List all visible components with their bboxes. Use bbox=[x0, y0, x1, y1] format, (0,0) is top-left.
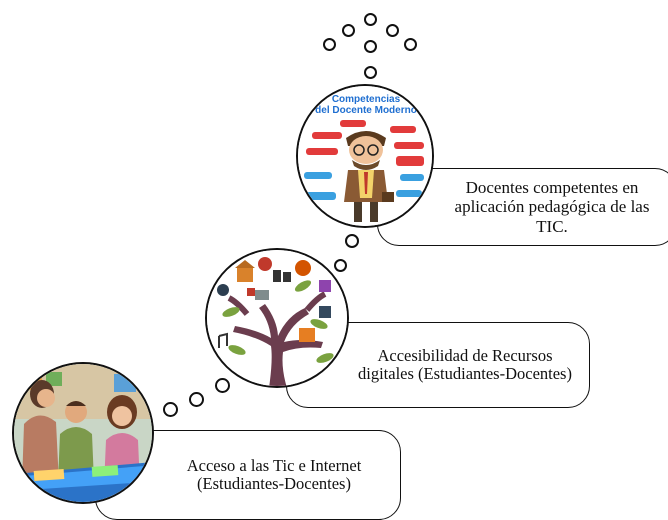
thought-dot bbox=[364, 40, 377, 53]
thought-dot bbox=[364, 13, 377, 26]
thought-dot bbox=[189, 392, 204, 407]
step-box-access: Acceso a las Tic e Internet (Estudiantes… bbox=[95, 430, 401, 520]
thought-dot bbox=[163, 402, 178, 417]
thought-dot bbox=[404, 38, 417, 51]
teacher-poster: Competencias del Docente Moderno bbox=[296, 84, 434, 228]
step-box-resources: Accesibilidad de Recursos digitales (Est… bbox=[286, 322, 590, 408]
thought-dot bbox=[215, 378, 230, 393]
thought-dot bbox=[334, 259, 347, 272]
poster-title-line2: del Docente Moderno bbox=[315, 105, 417, 116]
thought-dot bbox=[342, 24, 355, 37]
classroom-photo bbox=[12, 362, 154, 504]
poster-title-line1: Competencias bbox=[332, 94, 401, 105]
thought-dot bbox=[364, 66, 377, 79]
thought-dot bbox=[386, 24, 399, 37]
thought-dot bbox=[345, 234, 359, 248]
thought-dot bbox=[323, 38, 336, 51]
step-text-access: Acceso a las Tic e Internet (Estudiantes… bbox=[186, 455, 362, 493]
resource-tree bbox=[205, 248, 349, 388]
step-text-competent: Docentes competentes en aplicación pedag… bbox=[454, 178, 650, 236]
step-text-resources: Accesibilidad de Recursos digitales (Est… bbox=[358, 345, 572, 383]
